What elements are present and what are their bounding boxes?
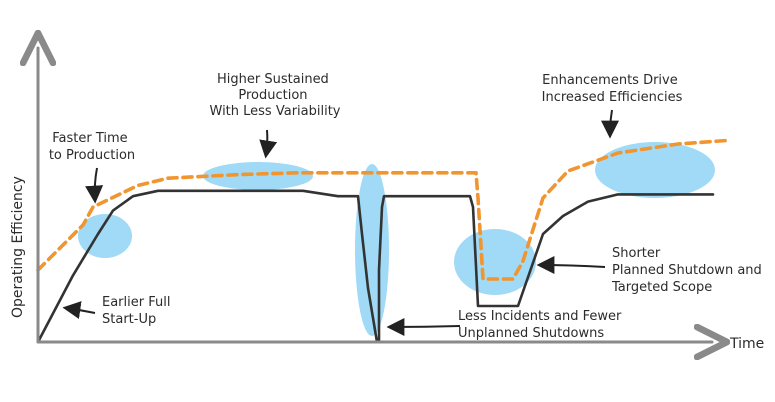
note-enhance: Enhancements Drive Increased Efficiencie… bbox=[542, 73, 683, 105]
highlight-higher bbox=[203, 162, 313, 190]
note-faster: Faster Time to Production bbox=[49, 131, 135, 163]
note-shorter: Shorter Planned Shutdown and Targeted Sc… bbox=[611, 246, 766, 295]
series-improved bbox=[36, 138, 730, 281]
arrow-earlier bbox=[62, 301, 96, 319]
x-axis-label: Time bbox=[729, 336, 764, 352]
note-higher: Higher Sustained Production With Less Va… bbox=[210, 72, 341, 119]
arrow-enhance bbox=[601, 109, 620, 139]
annotation-arrows bbox=[62, 109, 620, 336]
y-axis-label: Operating Efficiency bbox=[10, 176, 26, 318]
series-layer bbox=[36, 138, 730, 344]
arrow-higher bbox=[259, 129, 278, 159]
note-incidents: Less Incidents and Fewer Unplanned Shutd… bbox=[458, 309, 626, 341]
highlight-incident bbox=[355, 164, 389, 336]
series-baseline bbox=[36, 189, 715, 344]
note-earlier: Earlier Full Start-Up bbox=[102, 295, 175, 327]
highlight-enhance bbox=[595, 142, 715, 198]
arrow-incidents bbox=[386, 317, 461, 336]
arrow-faster bbox=[85, 167, 104, 204]
arrow-shorter bbox=[536, 256, 606, 275]
